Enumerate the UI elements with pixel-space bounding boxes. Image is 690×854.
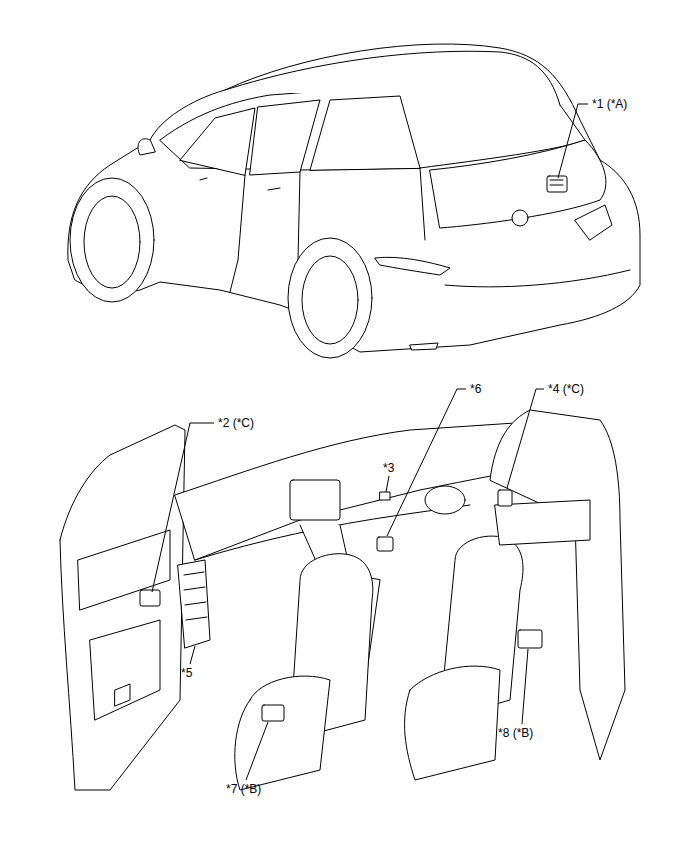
callout-number: *4 (*C)	[548, 382, 584, 396]
callout-number: *8 (*B)	[498, 726, 533, 740]
callout-number: *1 (*A)	[592, 97, 627, 111]
callout-number: *2 (*C)	[218, 416, 254, 430]
car-interior	[60, 410, 625, 790]
leader-lines	[152, 104, 588, 780]
car-exterior	[68, 44, 640, 358]
callout-number: *5	[181, 666, 192, 680]
callout-number: *3	[383, 461, 394, 475]
callout-number: *6	[470, 382, 481, 396]
callout-number: *7 (*B)	[226, 782, 261, 796]
